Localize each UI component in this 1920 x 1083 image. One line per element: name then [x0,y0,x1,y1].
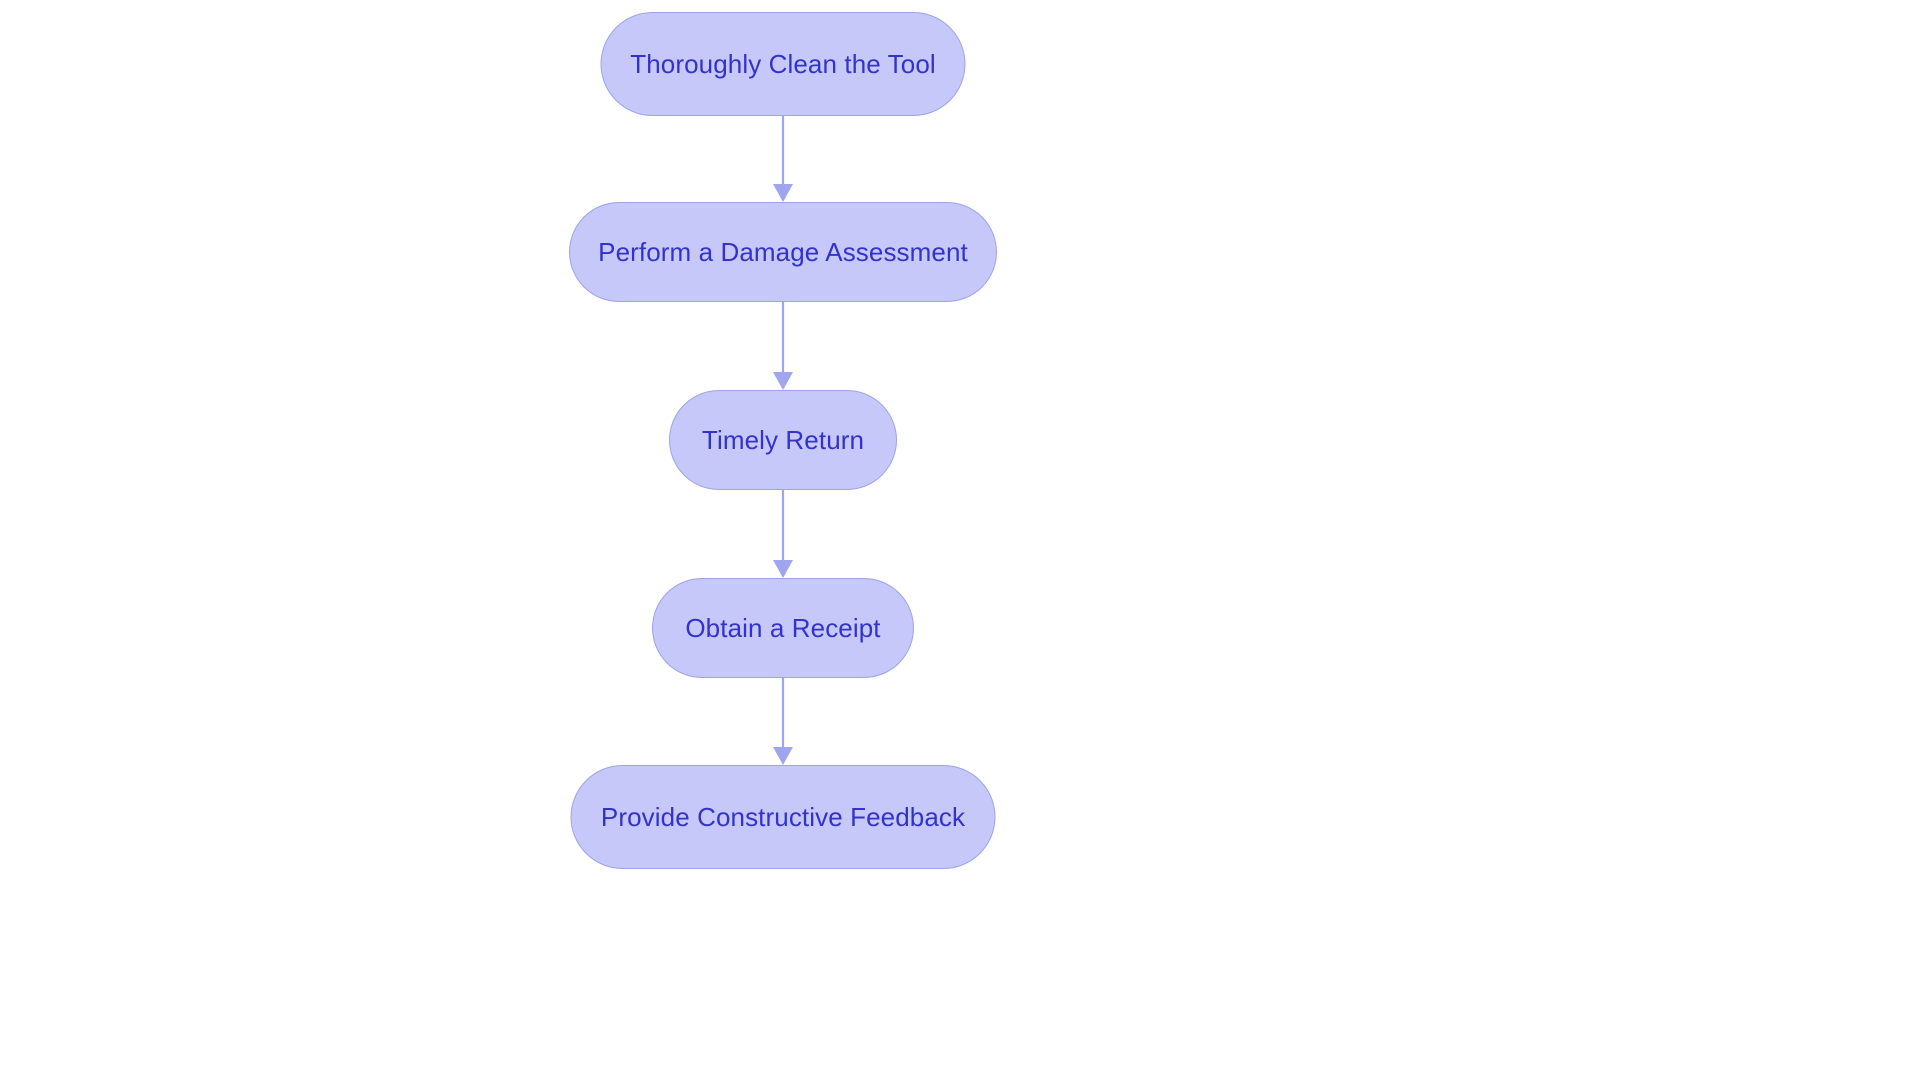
flow-node-label: Perform a Damage Assessment [598,236,968,267]
flow-connector [773,678,793,765]
flow-node[interactable]: Provide Constructive Feedback [570,765,996,869]
flow-connector [773,302,793,390]
flow-node-label: Obtain a Receipt [685,612,881,643]
flow-node[interactable]: Obtain a Receipt [652,578,914,678]
connector-arrowhead-icon [773,747,793,765]
flow-node-label: Timely Return [701,424,865,455]
connector-arrowhead-icon [773,372,793,390]
flow-node-label: Thoroughly Clean the Tool [630,48,936,79]
flow-node[interactable]: Thoroughly Clean the Tool [600,12,966,116]
connector-arrowhead-icon [773,560,793,578]
flow-node[interactable]: Perform a Damage Assessment [569,202,997,302]
flow-connector [773,490,793,578]
connector-arrowhead-icon [773,184,793,202]
flow-node[interactable]: Timely Return [669,390,897,490]
flow-connector [773,116,793,202]
flow-node-label: Provide Constructive Feedback [600,801,966,832]
